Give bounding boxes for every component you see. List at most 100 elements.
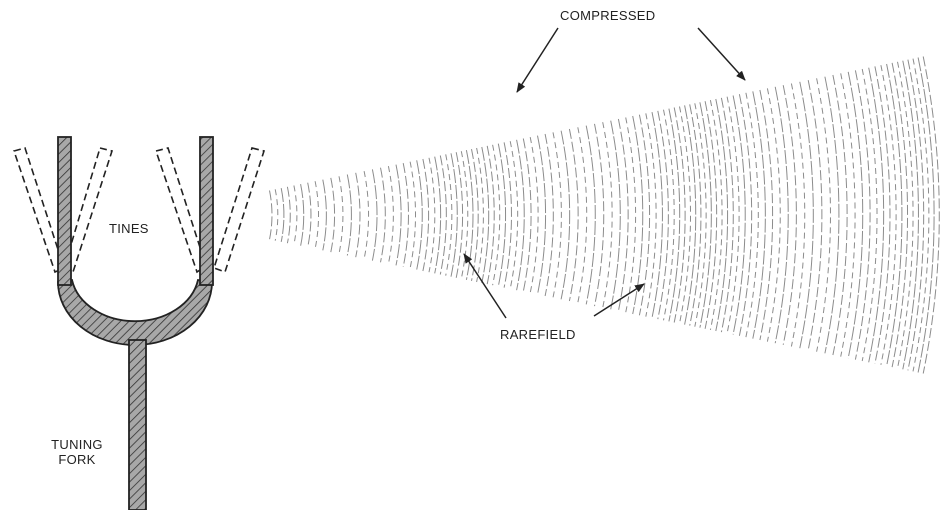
wave-front-arc	[752, 91, 766, 339]
wave-front-arc	[651, 111, 663, 319]
right-tine-outer-position	[213, 147, 266, 274]
wave-front-arc	[917, 57, 935, 373]
wave-front-arc	[395, 164, 402, 266]
wave-front-arc	[861, 68, 878, 362]
wave-front-arc	[529, 136, 539, 294]
tuning-fork-label-line1: TUNING	[51, 437, 103, 452]
compressed-label: COMPRESSED	[560, 8, 656, 23]
wave-front-arc	[544, 133, 554, 297]
wave-front-arc	[684, 105, 697, 325]
tuning-fork	[12, 136, 266, 510]
wave-front-arc	[902, 60, 919, 370]
wave-front-arc	[314, 181, 319, 249]
wave-front-arc	[439, 155, 447, 275]
wave-front-arc	[380, 167, 386, 263]
wave-front-arc	[560, 130, 571, 300]
wave-front-arc	[516, 139, 525, 291]
wave-front-arc	[732, 95, 746, 335]
wave-front-arc	[476, 147, 484, 283]
fork-u-body	[57, 278, 213, 346]
wave-front-arc	[709, 99, 723, 331]
wave-front-arc	[602, 122, 613, 308]
wave-front-arc	[371, 169, 378, 261]
wave-front-arc	[322, 179, 327, 251]
wave-front-arc	[699, 102, 712, 328]
wave-front-arc	[522, 138, 532, 292]
wave-front-arc	[840, 73, 856, 357]
wave-front-arc	[617, 118, 629, 312]
wave-front-arc	[679, 106, 692, 324]
wave-front-arc	[891, 62, 909, 368]
rarefield-arrow-left	[463, 253, 507, 319]
wave-front-arc	[269, 190, 273, 240]
wave-front-arc	[854, 70, 871, 360]
wave-front-arc	[824, 76, 840, 354]
wave-front-arc	[402, 162, 409, 268]
left-tine-outer-position	[12, 147, 65, 274]
wave-front-arc	[645, 113, 657, 317]
rarefield-arrow-right	[593, 283, 645, 317]
wave-front-arc	[874, 66, 891, 364]
wave-front-arc	[774, 86, 789, 344]
wave-front-arc	[585, 125, 596, 305]
wave-front-arc	[594, 123, 605, 307]
rarefield-label: RAREFIELD	[500, 327, 576, 342]
wave-front-arc	[481, 146, 490, 284]
wave-front-arc	[465, 149, 474, 281]
wave-front-arc	[286, 186, 291, 244]
wave-front-arc	[568, 128, 579, 302]
wave-front-arc	[492, 144, 501, 286]
wave-front-arc	[738, 94, 753, 336]
wave-front-arc	[338, 176, 344, 254]
wave-front-arc	[868, 67, 885, 363]
wave-front-arc	[790, 83, 806, 347]
wave-front-arc	[552, 132, 562, 298]
callout-arrows	[463, 27, 746, 319]
wave-front-arc	[422, 158, 430, 272]
wave-front-arc	[816, 78, 831, 352]
right-tine-inner-position	[154, 147, 207, 274]
wave-front-arc	[880, 65, 897, 365]
wave-front-arc	[503, 142, 512, 288]
wave-front-arc	[293, 185, 298, 245]
wave-front-arc	[625, 117, 637, 313]
wave-front-arc	[704, 101, 718, 329]
wave-front-arc	[663, 109, 675, 321]
wave-front-arc	[497, 143, 507, 287]
wave-front-arc	[897, 61, 914, 369]
wave-front-arc	[346, 174, 352, 256]
tuning-fork-label-line2: FORK	[58, 452, 96, 467]
wave-front-arc	[460, 151, 469, 279]
wave-front-arc	[847, 71, 864, 359]
left-tine	[57, 136, 72, 286]
wave-front-arc	[509, 141, 519, 289]
wave-front-arc	[307, 182, 312, 248]
wave-front-arc	[726, 96, 740, 334]
tines-label: TINES	[109, 221, 149, 236]
wave-front-arc	[907, 59, 925, 371]
wave-front-arc	[638, 114, 650, 316]
wave-front-arc	[799, 81, 814, 349]
wave-front-arc	[694, 103, 707, 327]
wave-front-arc	[330, 177, 335, 253]
wave-front-arc	[610, 120, 621, 310]
wave-front-arc	[445, 154, 453, 276]
wave-front-arc	[434, 156, 442, 274]
wave-front-arc	[577, 127, 588, 303]
wave-front-arc	[632, 115, 644, 315]
wave-front-arc	[428, 157, 436, 273]
wave-front-arc	[300, 183, 305, 247]
wave-front-arc	[766, 88, 781, 342]
wave-front-arc	[759, 89, 774, 341]
wave-front-arc	[657, 110, 669, 320]
wave-front-arc	[832, 74, 848, 356]
wave-front-arc	[720, 97, 734, 333]
sound-wave-fronts	[269, 56, 940, 374]
tuning-fork-label: TUNING FORK	[40, 437, 114, 467]
right-tine	[199, 136, 214, 286]
wave-front-arc	[745, 92, 759, 338]
wave-front-arc	[355, 172, 361, 258]
wave-front-arc	[409, 161, 417, 269]
wave-front-arc	[274, 189, 279, 241]
